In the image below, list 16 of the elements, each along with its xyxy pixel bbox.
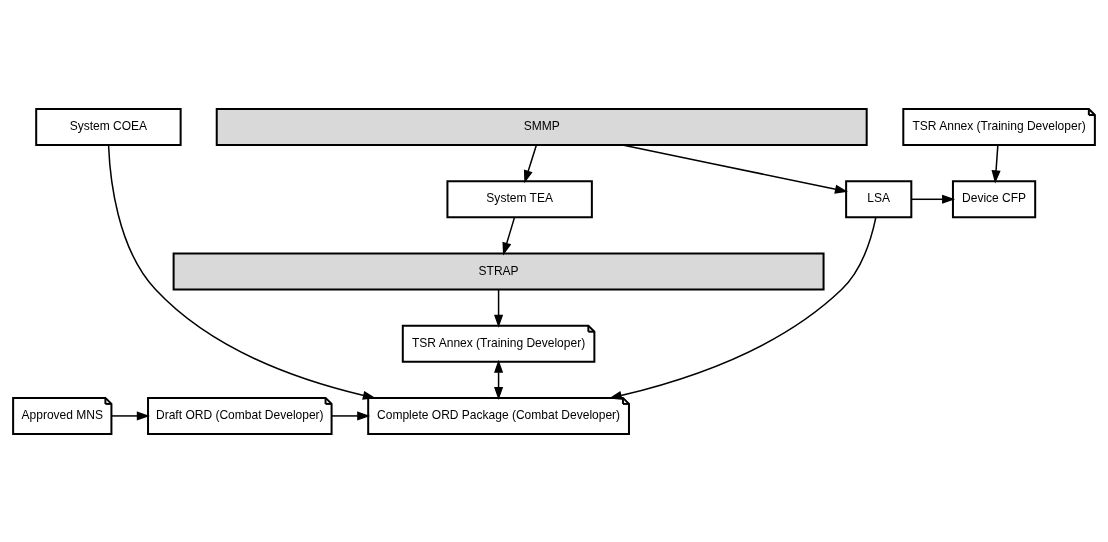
node-box: LSA (845, 179, 913, 218)
arrow (502, 216, 516, 256)
arrow (608, 216, 877, 400)
arrow (494, 288, 504, 328)
arrow (910, 194, 956, 204)
arrow (623, 143, 848, 194)
node-box: SMMP (215, 107, 868, 146)
arrow (991, 144, 1001, 183)
node-box: Device CFP (951, 179, 1037, 218)
arrow (110, 410, 150, 420)
node-box: STRAP (172, 251, 825, 291)
arrow (523, 144, 537, 183)
node-box: System COEA (35, 107, 182, 146)
arrow (107, 144, 376, 400)
node-box: System TEA (446, 179, 593, 218)
arrow (331, 410, 371, 420)
